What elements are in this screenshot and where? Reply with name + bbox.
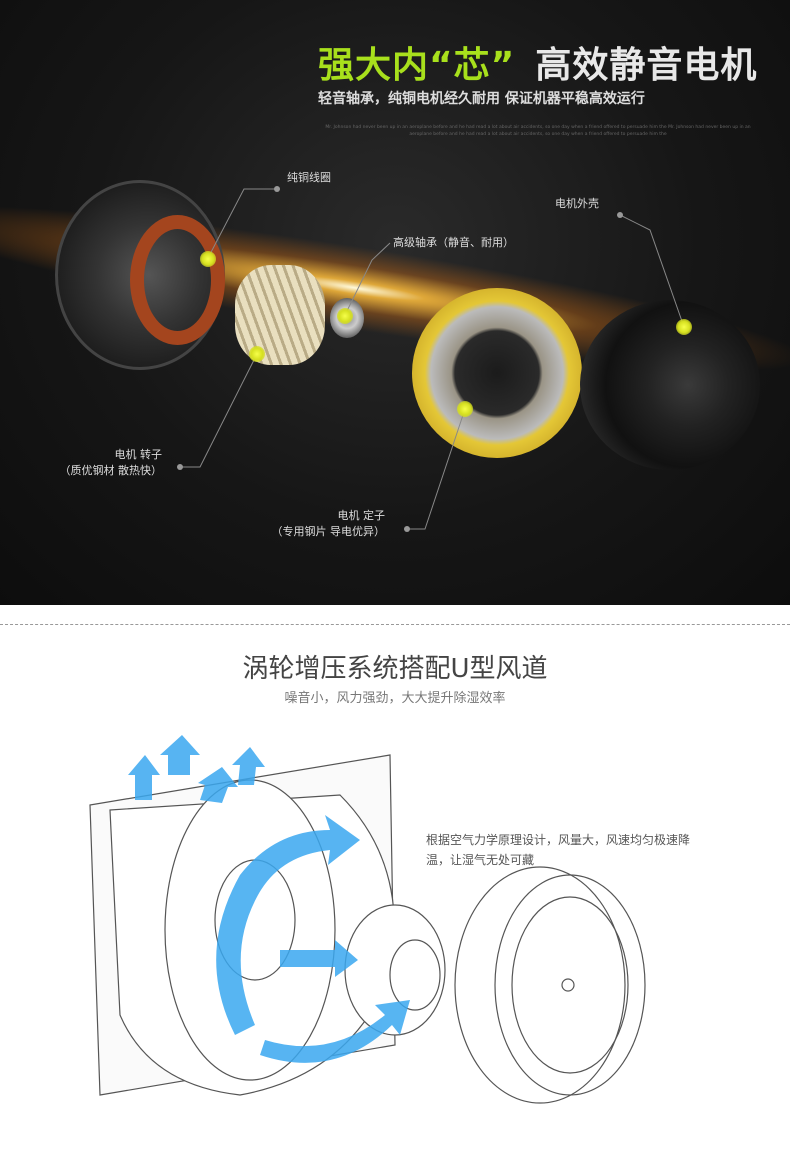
callout-dot	[274, 186, 280, 192]
label-rotor-line1: 电机 转子	[114, 448, 163, 461]
english-filler-text: Mr. Johnson had never been up in an aero…	[325, 125, 751, 137]
hotspot-icon	[337, 308, 353, 324]
airflow-arrows	[128, 735, 410, 1063]
page-title: 强大内“芯” 高效静音电机	[318, 36, 757, 88]
label-stator-line1: 电机 定子	[337, 509, 386, 522]
title-highlight: 强大内“芯”	[318, 45, 516, 86]
right-arrow-icon	[280, 940, 358, 977]
section-subtitle: 噪音小，风力强劲，大大提升除湿效率	[284, 691, 506, 706]
circular-arrow-icon	[260, 1000, 410, 1063]
label-bearing: 高级轴承（静音、耐用）	[393, 236, 514, 249]
label-stator: 电机 定子 （专用钢片 导电优异）	[260, 508, 386, 540]
up-arrow-icon	[128, 755, 160, 800]
section-divider	[0, 624, 790, 625]
label-rotor: 电机 转子 （质优钢材 散热快）	[50, 447, 163, 479]
subtitle: 轻音轴承，纯铜电机经久耐用 保证机器平稳高效运行	[318, 91, 645, 107]
circular-arrow-icon	[216, 815, 360, 1035]
label-rotor-line2: （质优钢材 散热快）	[59, 464, 163, 477]
fan-diagram	[89, 735, 646, 1104]
label-copper-coil: 纯铜线圈	[287, 171, 331, 184]
title-rest: 高效静音电机	[535, 45, 758, 86]
up-arrow-icon	[232, 747, 265, 785]
hotspot-icon	[676, 319, 692, 335]
volute-inlet	[164, 779, 336, 1081]
motor-outline	[344, 904, 446, 1036]
motor-banner: 强大内“芯” 高效静音电机 轻音轴承，纯铜电机经久耐用 保证机器平稳高效运行 Mr…	[0, 0, 790, 605]
section-title: 涡轮增压系统搭配U型风道	[242, 654, 548, 684]
callout-dot	[177, 464, 183, 470]
up-arrow-icon	[198, 767, 238, 803]
hotspot-icon	[249, 346, 265, 362]
callout-dot	[617, 212, 623, 218]
airflow-description: 根据空气力学原理设计，风量大，风速均匀极速降温，让湿气无处可藏	[426, 833, 691, 867]
stator-image	[412, 288, 582, 458]
callout-lines	[180, 188, 685, 530]
callout-dot	[404, 526, 410, 532]
label-stator-line2: （专用钢片 导电优异）	[271, 525, 386, 538]
label-housing: 电机外壳	[555, 197, 599, 210]
up-arrow-icon	[160, 735, 200, 775]
impeller-outline	[494, 874, 646, 1096]
motor-housing-image	[580, 300, 760, 470]
hotspot-icon	[200, 251, 216, 267]
hotspot-icon	[457, 401, 473, 417]
